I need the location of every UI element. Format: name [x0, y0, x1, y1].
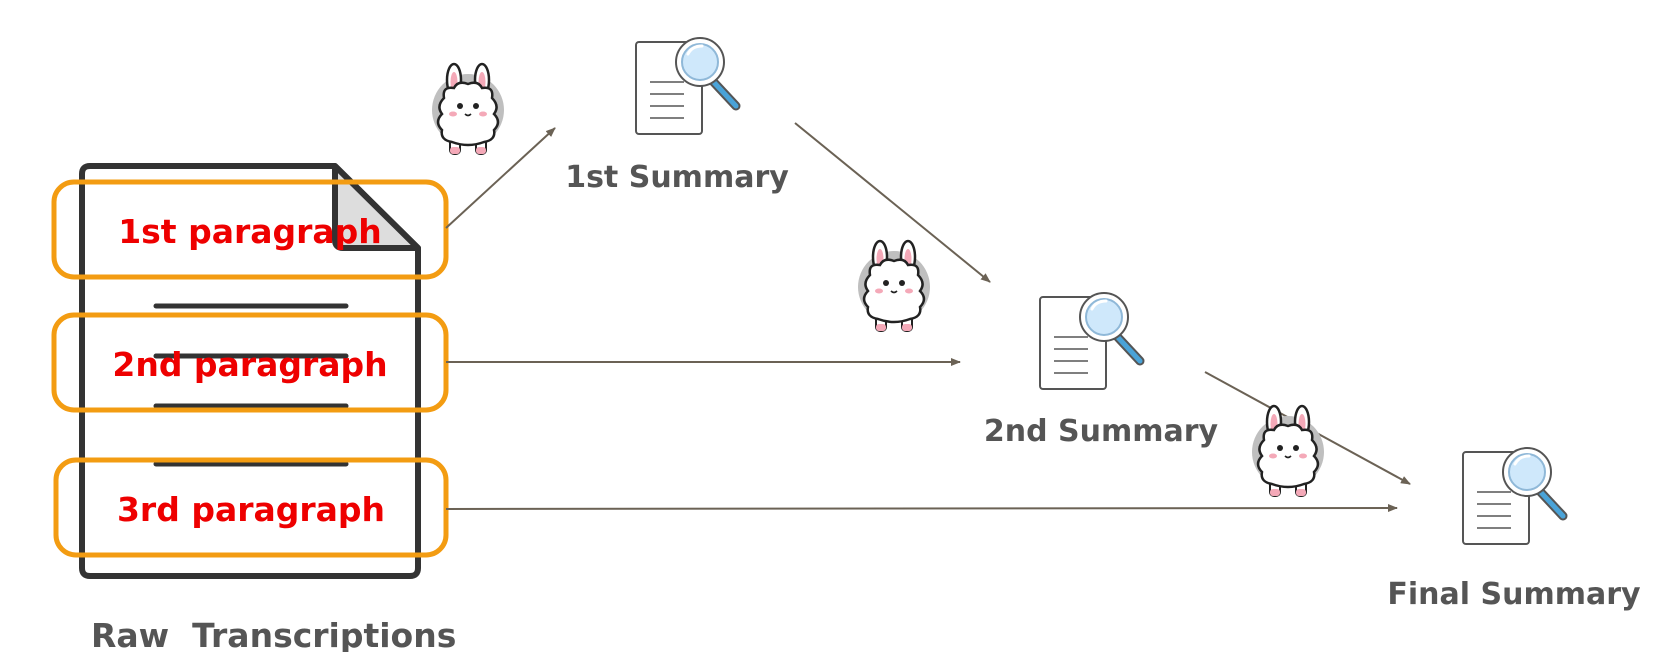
summary-label-final: Final Summary: [1387, 577, 1641, 612]
llama-icon: [1250, 404, 1326, 498]
paragraph-label: 2nd paragraph: [112, 345, 387, 384]
document-search-icon: [636, 38, 736, 134]
document-search-icon: [1040, 293, 1140, 389]
paragraph-label: 3rd paragraph: [117, 490, 385, 529]
llama-icon: [430, 62, 506, 156]
paragraph-3: 3rd paragraph: [53, 457, 449, 558]
arrow-para3-to-final: [445, 504, 1398, 513]
document-search-icon: [1463, 448, 1563, 544]
llama-icon: [856, 239, 932, 333]
arrow-para1-to-summary1: [445, 127, 556, 229]
paragraph-1: 1st paragraph: [51, 179, 449, 280]
summary-label-1: 1st Summary: [565, 160, 789, 195]
arrow-summary1-to-summary2: [794, 122, 991, 283]
raw-transcriptions-label: Raw Transcriptions: [91, 616, 456, 652]
paragraph-label: 1st paragraph: [118, 212, 382, 251]
document-icon: [79, 163, 421, 579]
summary-label-2: 2nd Summary: [984, 414, 1219, 449]
